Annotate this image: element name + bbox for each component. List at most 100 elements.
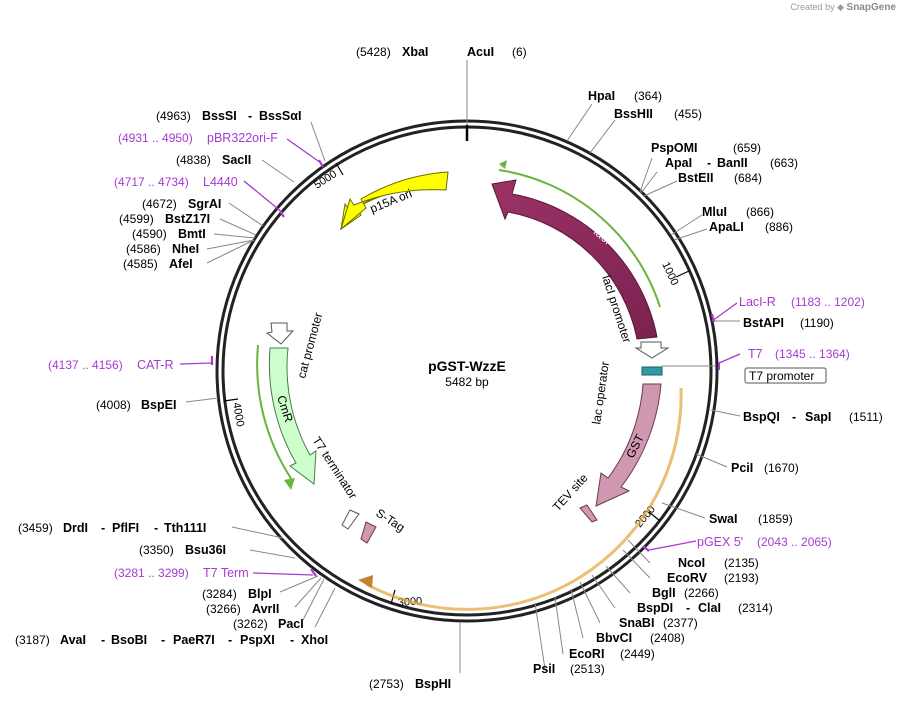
lac-operator-feature: [641, 366, 663, 376]
site-pos: (6): [512, 45, 527, 59]
site-name: BmtI: [178, 227, 206, 241]
credit-brand: SnapGene: [846, 2, 896, 13]
site-name: PciI: [731, 461, 753, 475]
leader-apali: [673, 228, 708, 241]
site-pos: (2753): [369, 677, 404, 691]
site-name: XhoI: [301, 633, 328, 647]
leader-bspqi: [710, 409, 741, 417]
site-sep: -: [248, 109, 252, 123]
site-sep: -: [101, 521, 105, 535]
leader-psii: [534, 602, 546, 670]
site-name: SapI: [805, 410, 831, 424]
site-name: BstAPI: [743, 316, 784, 330]
leader-drdi: [231, 526, 284, 539]
primer-leaders: [179, 138, 741, 576]
site-pos: (2377): [663, 616, 698, 630]
primer-pos: (3281 .. 3299): [114, 566, 189, 580]
site-name: BglI: [652, 586, 676, 600]
primer-marks: [210, 159, 716, 577]
cat-promoter-label: cat promoter: [294, 311, 325, 380]
leader-avrii: [294, 577, 322, 608]
site-pos: (2408): [650, 631, 685, 645]
site-name: MluI: [702, 205, 727, 219]
primer-leader-laci-r: [711, 302, 738, 322]
leader-bbvci: [570, 588, 584, 639]
lacI-promoter-arrow-icon: [634, 341, 670, 359]
site-name: ApaI: [665, 156, 692, 170]
t7-terminator-label: T7 terminator: [309, 434, 360, 501]
site-labels: (5428) XbaI AcuI (6) HpaI (364) BssHII (…: [15, 45, 883, 691]
primer-leader-pgex: [648, 540, 697, 551]
site-name: XbaI: [402, 45, 428, 59]
snapgene-credit: Created by ◆ SnapGene: [791, 2, 896, 13]
site-name: ClaI: [698, 601, 721, 615]
leader-bspdi: [591, 574, 616, 609]
primer-mark-t7term: [310, 568, 317, 577]
lacI-track-arrow-icon: [499, 160, 507, 169]
cmr-expression-track: [256, 344, 293, 481]
primer-pos: (1183 .. 1202): [791, 295, 865, 309]
leader-avai: [314, 587, 336, 628]
primer-pos: (4137 .. 4156): [48, 358, 123, 372]
site-sep: -: [228, 633, 232, 647]
site-name: BssSαI: [259, 109, 301, 123]
primer-leader-l4440: [243, 180, 284, 214]
site-name: SgrAI: [188, 197, 221, 211]
leader-sgrai: [228, 202, 264, 227]
site-name: BspHI: [415, 677, 451, 691]
site-name: BssHII: [614, 107, 653, 121]
site-pos: (2314): [738, 601, 773, 615]
site-pos: (3459): [18, 521, 53, 535]
site-name: AcuI: [467, 45, 494, 59]
site-pos: (3187): [15, 633, 50, 647]
cat-promoter-arrow-icon: [265, 322, 295, 345]
site-pos: (2513): [570, 662, 605, 676]
site-name: EcoRV: [667, 571, 708, 585]
primer-labels: LacI-R (1183 .. 1202) T7 (1345 .. 1364) …: [48, 131, 865, 580]
site-name: SacII: [222, 153, 251, 167]
site-name: SwaI: [709, 512, 738, 526]
site-name: PspXI: [240, 633, 275, 647]
site-pos: (2193): [724, 571, 759, 585]
credit-prefix: Created by: [790, 2, 835, 12]
primer-leader-t7term: [252, 572, 314, 576]
gst-feature: [595, 383, 662, 507]
site-name: AvaI: [60, 633, 86, 647]
site-pos: (3284): [202, 587, 237, 601]
tick-5000: [335, 162, 344, 176]
leader-paci: [302, 578, 325, 621]
primer-pos: (4717 .. 4734): [114, 175, 189, 189]
leader-swai: [661, 502, 706, 519]
site-pos: (663): [770, 156, 798, 170]
t7-promoter-label: T7 promoter: [749, 369, 814, 383]
leader-pcii: [695, 453, 728, 468]
site-pos: (4586): [126, 242, 161, 256]
snapgene-logo-icon: ◆: [837, 2, 845, 12]
primer-leader-t7: [718, 353, 741, 364]
tev-site-feature: [579, 504, 598, 523]
site-pos: (455): [674, 107, 702, 121]
site-name: BanII: [717, 156, 748, 170]
site-name: AvrII: [252, 602, 279, 616]
site-name: ApaLI: [709, 220, 744, 234]
site-pos: (3350): [139, 543, 174, 557]
site-sep: -: [686, 601, 690, 615]
site-name: EcoRI: [569, 647, 604, 661]
t7-terminator-icon: [341, 509, 360, 530]
primer-mark-pgex: [642, 545, 650, 552]
primer-name: T7: [748, 347, 763, 361]
leader-ecori: [554, 596, 564, 655]
site-name: BstEII: [678, 171, 713, 185]
primer-name: pGEX 5': [697, 535, 743, 549]
primer-name: CAT-R: [137, 358, 174, 372]
site-name: BssSI: [202, 109, 237, 123]
site-sep: -: [290, 633, 294, 647]
primer-mark-laci-r: [710, 313, 716, 323]
site-pos: (4599): [119, 212, 154, 226]
site-name: PacI: [278, 617, 304, 631]
leader-sacii: [261, 159, 295, 183]
leader-pspomi: [639, 157, 653, 193]
site-pos: (4008): [96, 398, 131, 412]
tick-2000: [648, 511, 661, 522]
site-pos: (1859): [758, 512, 793, 526]
